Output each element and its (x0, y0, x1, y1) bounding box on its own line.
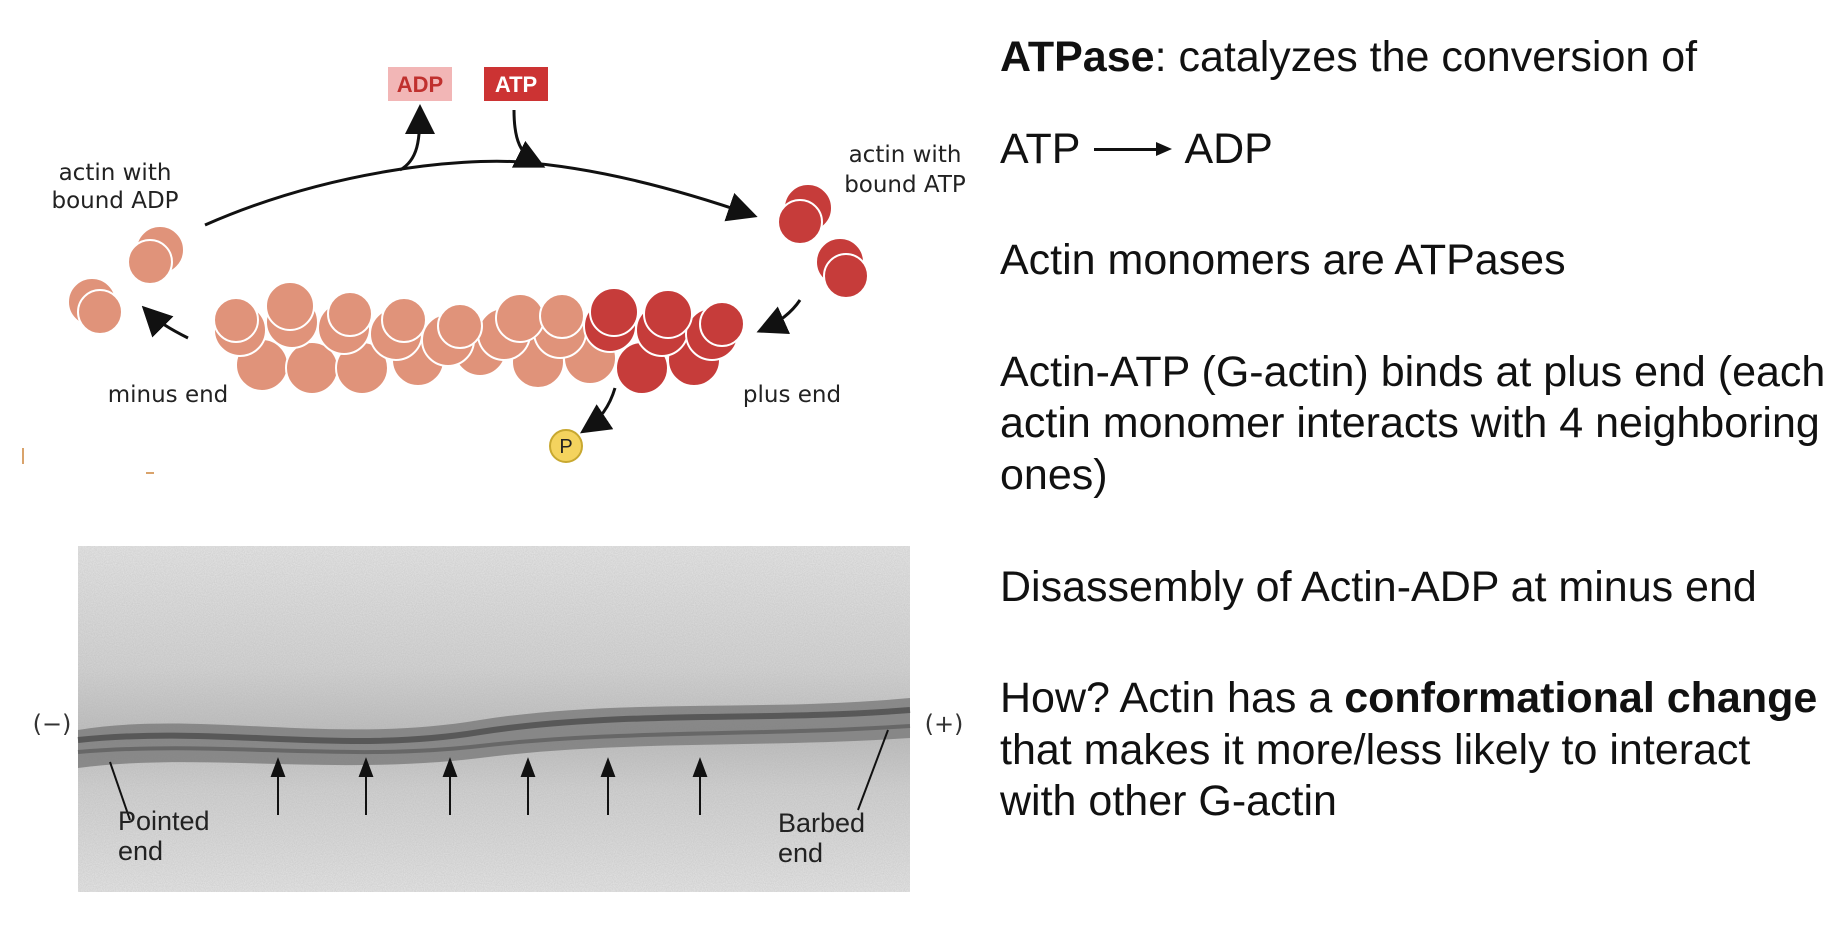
actin-adp-label-1: actin with (59, 160, 172, 186)
reaction-left: ATP (1000, 124, 1081, 173)
stray-mark (146, 472, 154, 474)
atpase-term: ATPase (1000, 33, 1155, 81)
atp-binding-arrow (511, 109, 546, 168)
adp-release-arrow (399, 104, 435, 172)
minus-sign: (−) (33, 710, 72, 738)
filament-strand (77, 707, 911, 745)
actin-atp-label-1: actin with (849, 142, 962, 168)
stray-mark (22, 448, 24, 464)
pointed-end-label-1: Pointed (118, 806, 210, 836)
binding-statement: Actin-ATP (G-actin) binds at plus end (e… (1000, 347, 1826, 499)
atp-badge (484, 67, 548, 101)
arrow-markers (270, 757, 708, 815)
pointed-end-pointer (109, 761, 131, 821)
electron-micrograph: (−) (+) Pointed end Barbed end (0, 540, 980, 930)
minus-end-label: minus end (108, 382, 229, 408)
how-bold: conformational change (1344, 674, 1818, 723)
plus-end-label: plus end (743, 382, 841, 408)
monomers-statement: Actin monomers are ATPases (1000, 236, 1566, 285)
plus-end-binding-arrow (756, 299, 802, 334)
actin-adp-label-2: bound ADP (51, 188, 178, 214)
treadmilling-diagram: ADP ATP actin with bound ADP actin with … (0, 0, 980, 500)
pointed-end-label-2: end (118, 836, 163, 866)
filament-strand (77, 724, 911, 755)
exchange-arc (204, 159, 758, 227)
disassembly-statement: Disassembly of Actin-ADP at minus end (1000, 562, 1757, 611)
reaction-right: ADP (1184, 124, 1273, 173)
treadmilling-svg: ADP ATP actin with bound ADP actin with … (22, 67, 966, 474)
micrograph-svg: (−) (+) Pointed end Barbed end (33, 546, 964, 892)
phosphate-icon (549, 429, 583, 463)
actin-atp-label-2: bound ATP (844, 172, 966, 198)
reaction-arrow-icon (1094, 139, 1173, 159)
barbed-end-pointer (857, 729, 889, 811)
barbed-end-label-1: Barbed (778, 808, 865, 838)
phosphate-label: P (559, 436, 572, 458)
free-atp-monomers (777, 183, 869, 299)
reaction-line: ATP ADP (1000, 124, 1830, 176)
how-part2: that makes it more/less likely to intera… (1000, 725, 1751, 826)
minus-end-release-arrow (141, 305, 189, 340)
how-part1: How? Actin has a (1000, 674, 1345, 723)
adp-badge (388, 67, 452, 101)
barbed-end-label-2: end (778, 838, 823, 868)
actin-filament (213, 281, 745, 395)
free-adp-monomers (67, 225, 185, 335)
atpase-definition: ATPase: catalyzes the conversion of (1000, 32, 1830, 84)
atp-badge-label: ATP (495, 72, 537, 97)
atpase-def: : catalyzes the conversion of (1154, 33, 1698, 81)
phosphate-release-arrow (580, 387, 617, 434)
adp-badge-label: ADP (397, 72, 443, 97)
mechanism-statement: How? Actin has a conformational change t… (1000, 673, 1830, 828)
plus-sign: (+) (925, 710, 964, 738)
